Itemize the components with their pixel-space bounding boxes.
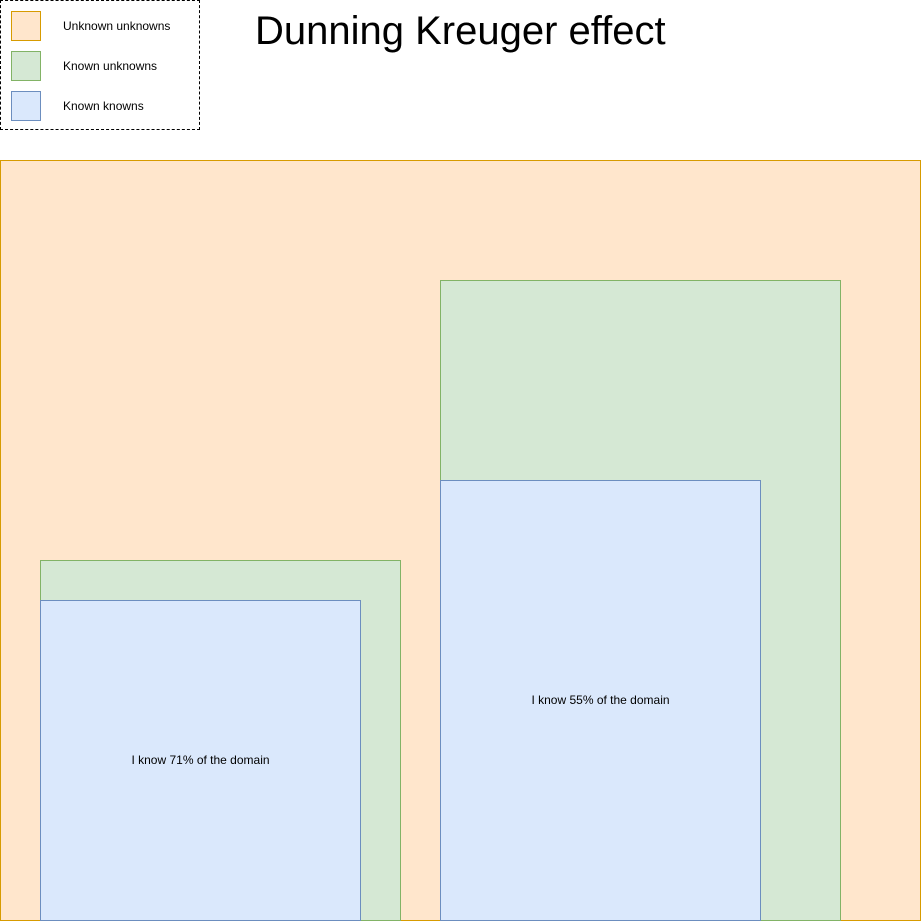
known-knowns-label-55: I know 55% of the domain: [531, 693, 670, 707]
legend-swatch-known-unknowns: [11, 51, 41, 81]
legend-swatch-known-knowns: [11, 91, 41, 121]
known-knowns-region-large: I know 55% of the domain: [440, 480, 761, 921]
legend-label-known-unknowns: Known unknowns: [63, 59, 158, 73]
legend: Unknown unknowns Known unknowns Known kn…: [0, 0, 200, 130]
legend-label-known-knowns: Known knowns: [63, 99, 144, 113]
legend-swatch-unknown-unknowns: [11, 11, 41, 41]
legend-item-known-unknowns: Known unknowns: [11, 51, 191, 81]
known-knowns-label-71: I know 71% of the domain: [131, 753, 270, 767]
known-knowns-region-small: I know 71% of the domain: [40, 600, 361, 921]
legend-item-known-knowns: Known knowns: [11, 91, 191, 121]
legend-label-unknown-unknowns: Unknown unknowns: [63, 19, 171, 33]
legend-item-unknown-unknowns: Unknown unknowns: [11, 11, 191, 41]
diagram-title: Dunning Kreuger effect: [255, 9, 666, 53]
